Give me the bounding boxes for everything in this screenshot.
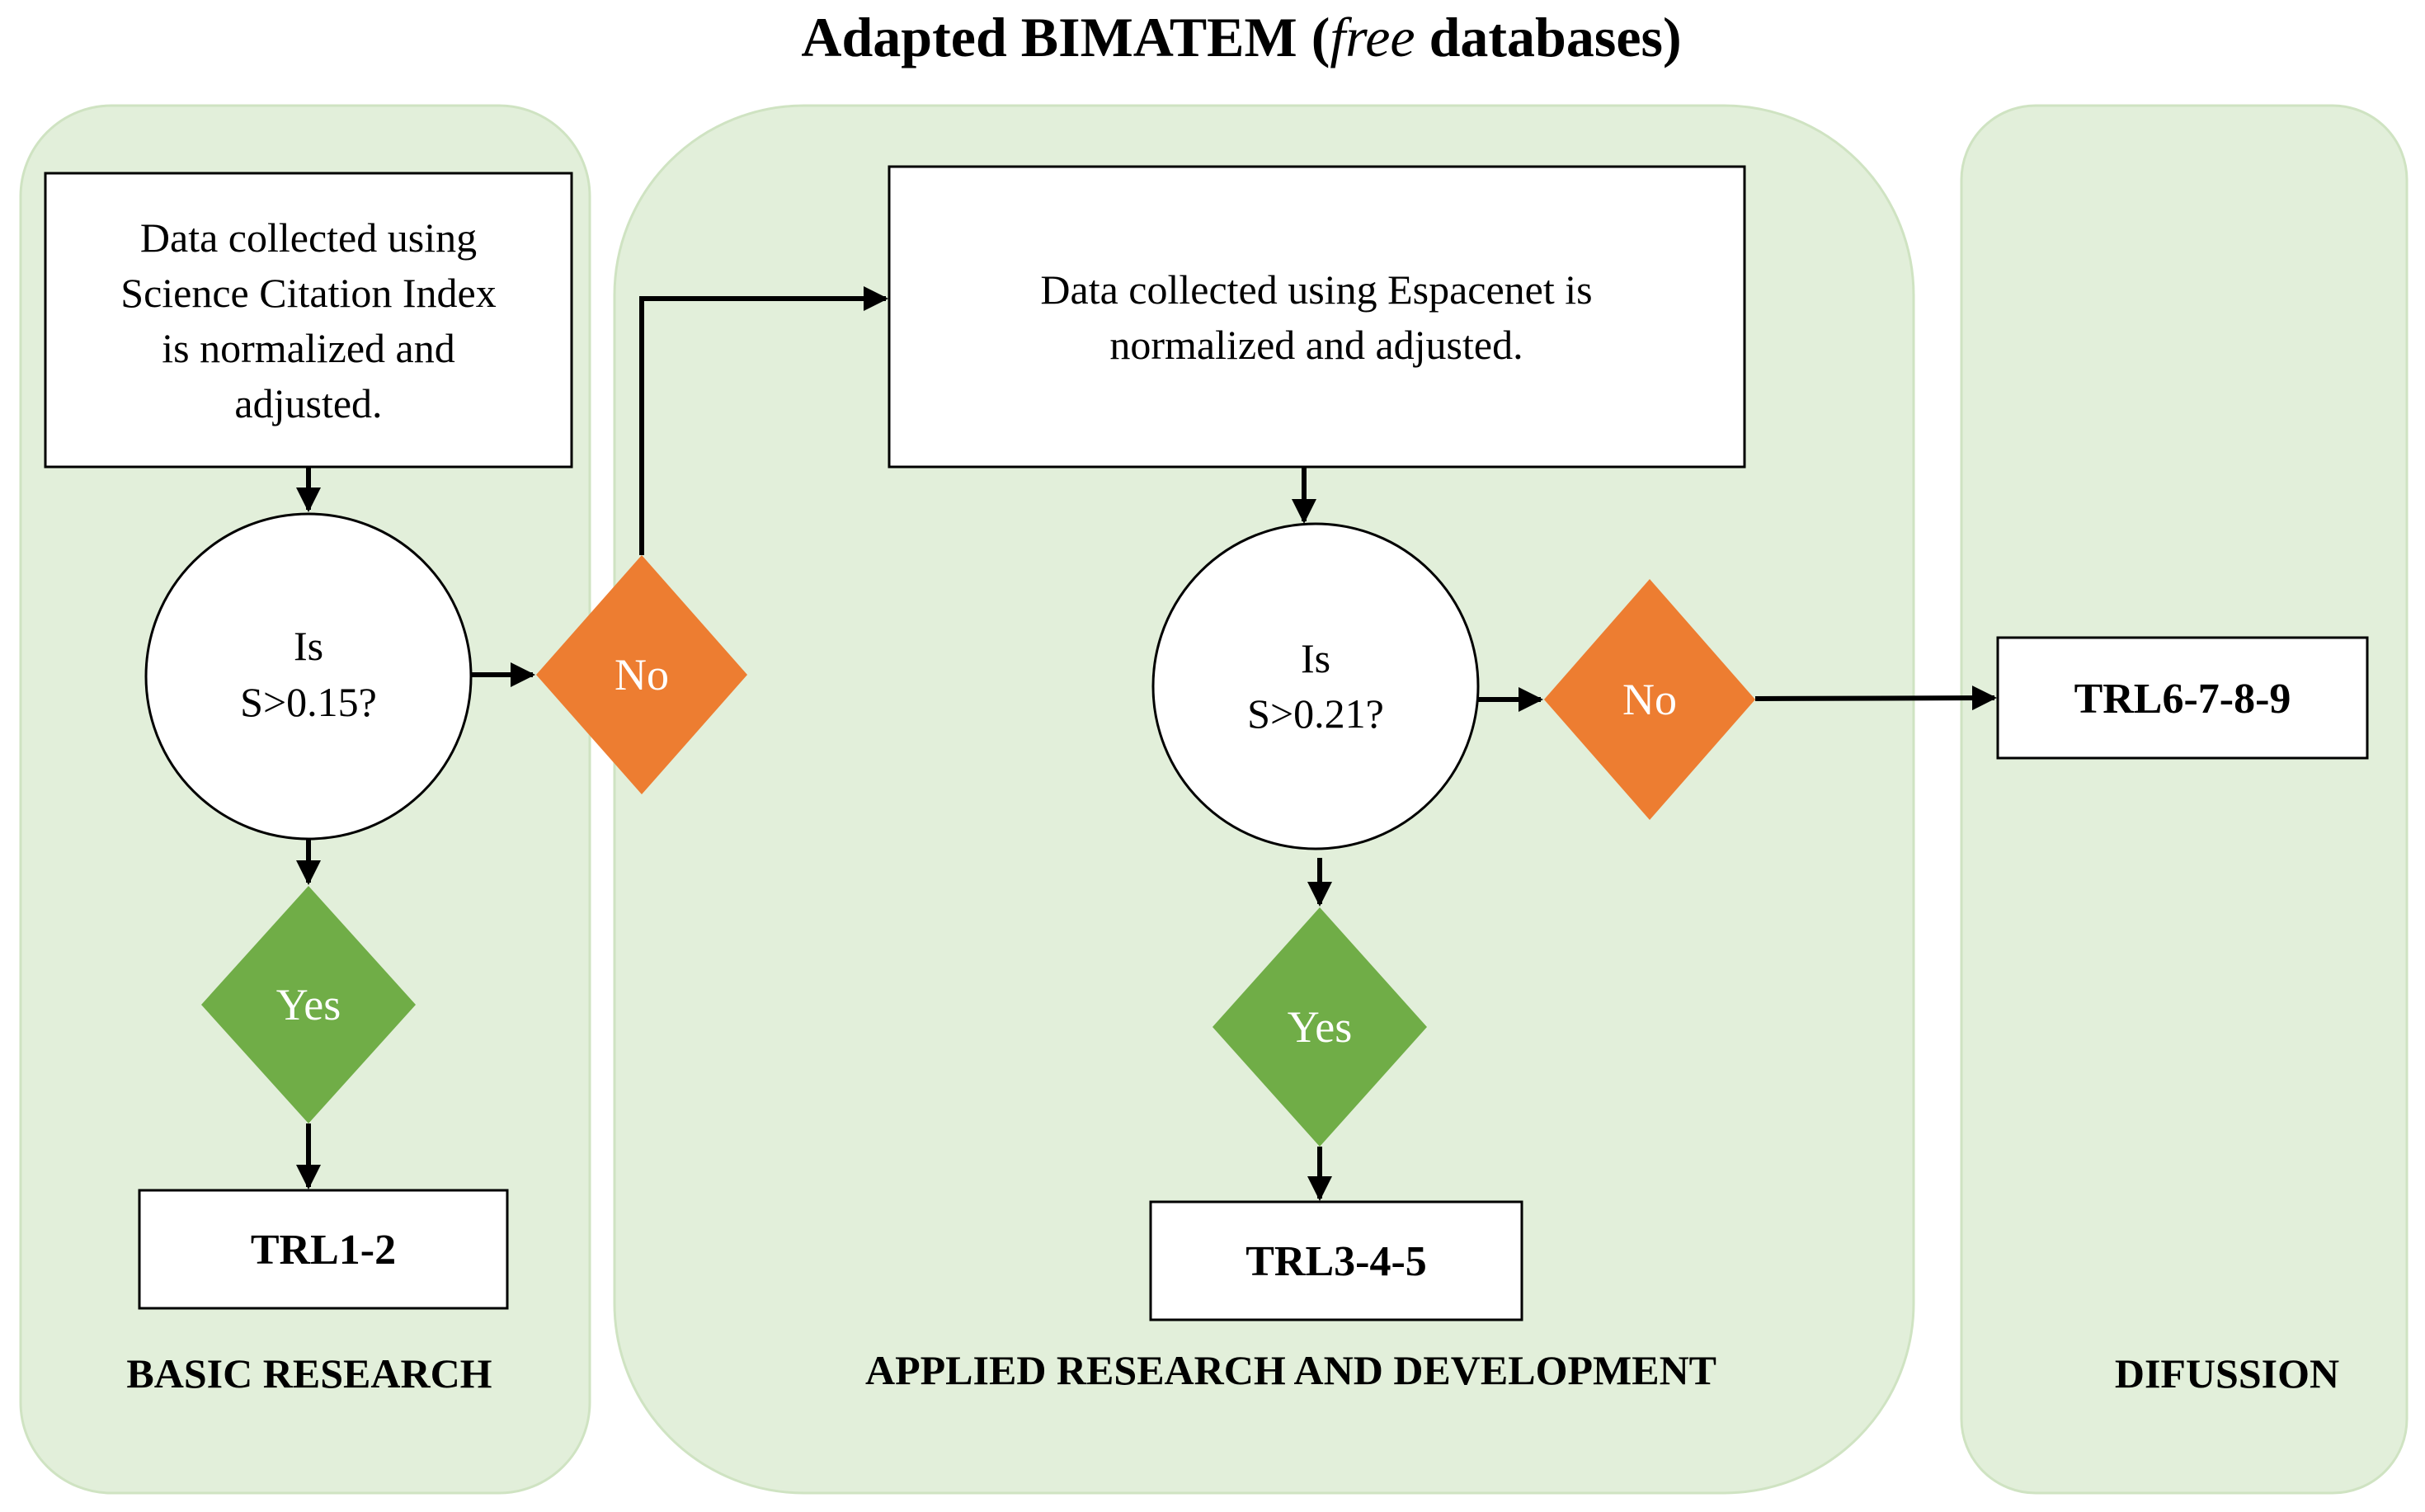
outcome-box-trl12 [138,1189,509,1310]
no-diamond-1-label: No [614,650,669,699]
outcome-box-trl345-label: TRL3-4-5 [1245,1238,1427,1285]
no-diamond-2-label: No [1622,675,1677,724]
connectors [296,286,1997,1201]
arrow-no-to-espacenet [639,286,888,555]
process-box-sci-line: is normalized and [162,325,454,371]
panel-label-diffusion: DIFUSSION [2115,1350,2339,1397]
process-box-sci-line: Science Citation Index [120,270,496,316]
decision-circle-q2-line: S>0.21? [1247,690,1384,737]
decision-circle-q1-line: S>0.15? [240,679,377,725]
outcome-box-trl12-label: TRL1-2 [251,1227,396,1274]
decision-circle-q2-line: Is [1301,635,1330,681]
outcome-box-trl345 [1149,1200,1523,1321]
arrow-no-to-trl6789 [1754,685,1997,711]
panel-label-basic: BASIC RESEARCH [126,1350,492,1397]
yes-diamond-1-label: Yes [276,980,341,1029]
process-box-espacenet [888,165,1746,469]
panel-diffusion [1960,104,2409,1495]
decision-circle-q2 [1151,522,1480,850]
outcome-box-trl6789 [1996,636,2369,760]
process-box-espacenet-line: Data collected using Espacenet is [1040,266,1592,313]
outcome-box-trl6789-label: TRL6-7-8-9 [2074,676,2291,723]
yes-diamond-2-label: Yes [1288,1002,1353,1052]
decision-circle-q1 [144,512,473,841]
panel-label-applied: APPLIED RESEARCH AND DEVELOPMENT [865,1347,1716,1393]
no-diamond-2 [1544,579,1755,820]
process-box-sci-line: adjusted. [234,380,382,426]
decision-circle-q1-line: Is [294,623,323,669]
yes-diamond-1 [201,886,416,1123]
yes-diamond-2 [1212,907,1427,1147]
process-box-espacenet-line: normalized and adjusted. [1109,322,1523,368]
no-diamond-1 [536,555,747,794]
process-box-sci-line: Data collected using [140,214,477,261]
diagram-title: Adapted BIMATEM (free databases) [801,6,1681,68]
